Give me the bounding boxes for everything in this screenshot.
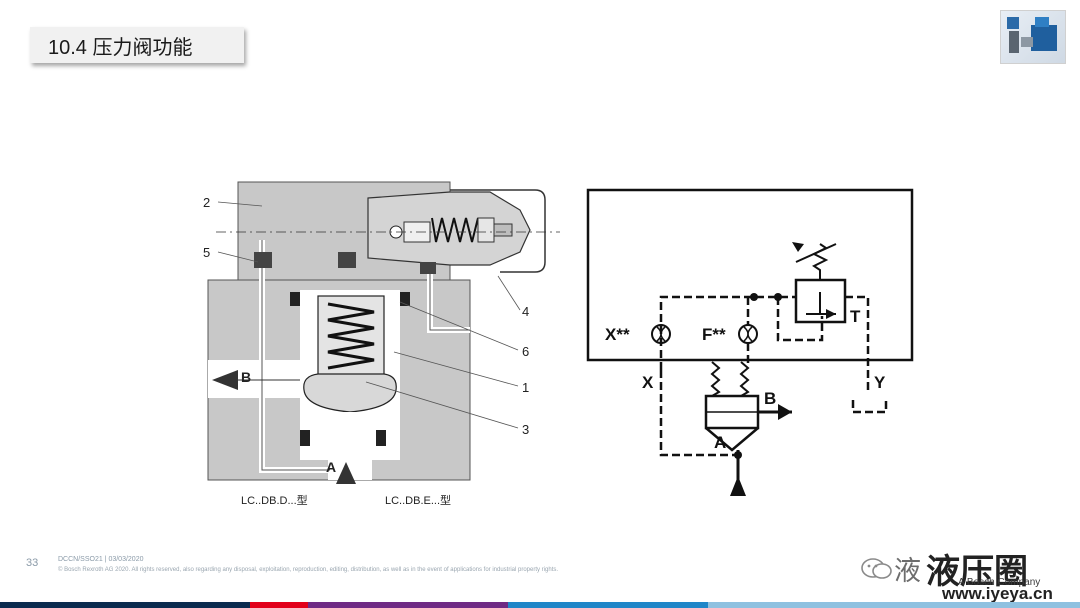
symbol-port-a: A (714, 433, 726, 452)
symbol-port-t: T (850, 307, 861, 326)
callout-label-4: 4 (522, 304, 529, 319)
callout-label-6: 6 (522, 344, 529, 359)
caption-type-d: LC..DB.D...型 (241, 493, 308, 507)
company-tagline: A Bosch Company (958, 577, 1041, 588)
brand-color-bar (0, 602, 1080, 608)
caption-type-e: LC..DB.E...型 (385, 493, 451, 507)
slide-title: 10.4 压力阀功能 (48, 36, 193, 59)
watermark-site: www.iyeya.cn (942, 584, 1053, 603)
watermark-prefix: 液 (894, 556, 922, 587)
slide-title-box: 10.4 压力阀功能 (30, 27, 244, 63)
valve-section-drawing (207, 181, 560, 484)
hydraulic-symbol (586, 188, 914, 496)
callout-label-5: 5 (203, 245, 210, 260)
wechat-icon (860, 557, 894, 581)
footer-copyright: © Bosch Rexroth AG 2020. All rights rese… (58, 567, 559, 573)
port-a-label: A (326, 459, 336, 475)
watermark: 液 液压圈 (860, 544, 1028, 593)
page-number: 33 (26, 557, 39, 569)
callout-label-3: 3 (522, 422, 529, 437)
symbol-port-x: X (642, 373, 654, 392)
symbol-port-b: B (764, 389, 776, 408)
port-b-label: B (241, 369, 251, 385)
product-thumbnail-icon (1000, 10, 1066, 64)
symbol-port-y: Y (874, 373, 886, 392)
watermark-brand: 液压圈 (926, 552, 1028, 592)
callout-label-1: 1 (522, 380, 529, 395)
footer-doc-ref: DCCN/SSO21 | 03/03/2020 (58, 556, 144, 563)
callout-label-2: 2 (203, 195, 210, 210)
orifice-f-label: F** (702, 325, 726, 344)
orifice-x-label: X** (605, 325, 630, 344)
